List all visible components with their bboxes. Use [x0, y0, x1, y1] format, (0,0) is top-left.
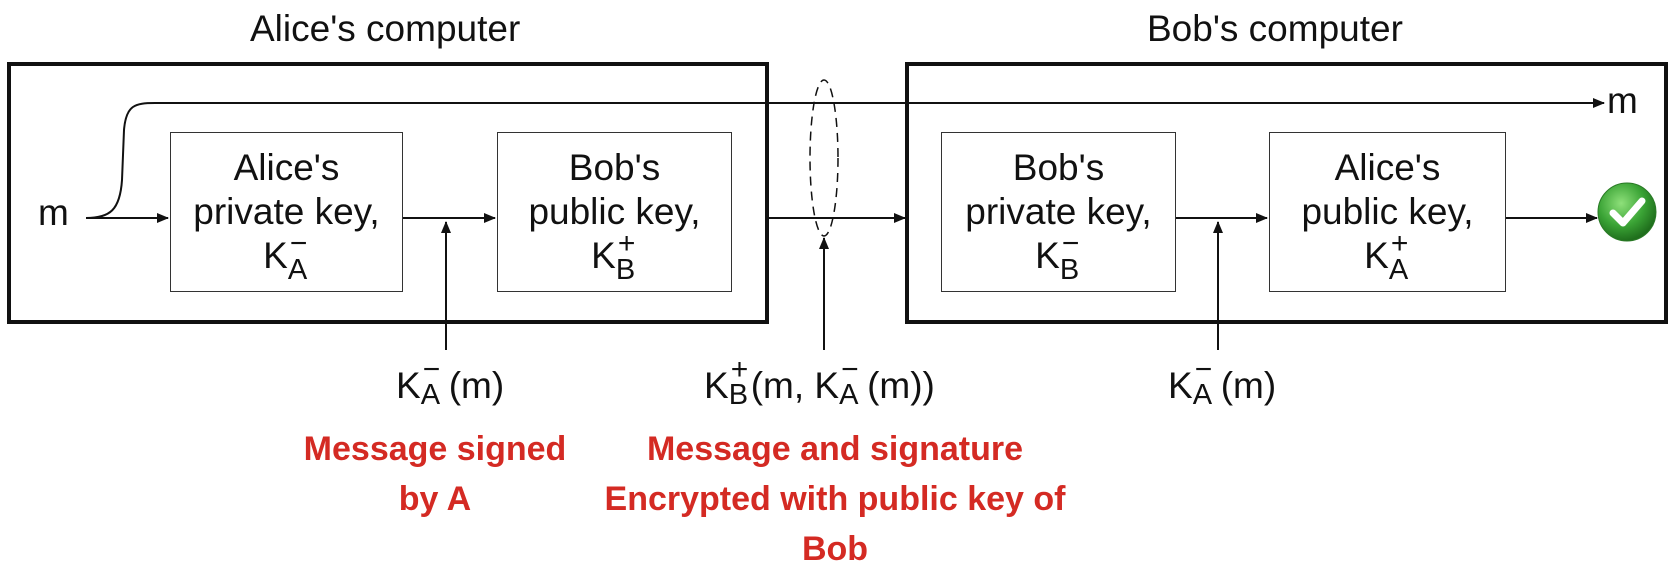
decrypted-message-formula: K−A(m)	[1168, 353, 1277, 411]
message-input-label: m	[38, 192, 69, 233]
checkmark-icon	[1597, 182, 1657, 242]
signed-note: Message signed by A	[270, 424, 600, 524]
bob-public-key-box: Bob's public key, K+B	[497, 132, 732, 292]
box-line-2: public key,	[528, 191, 701, 232]
note-line: Encrypted with public key of	[604, 480, 1066, 518]
message-bypass-path	[85, 98, 1605, 219]
box-line-1: Bob's	[1012, 147, 1105, 188]
signed-message-formula: K−A(m)	[396, 353, 505, 411]
note-line: by A	[398, 480, 472, 518]
alice-private-key-box: Alice's private key, K−A	[170, 132, 403, 292]
alice-computer-frame	[7, 62, 769, 324]
key-symbol: K+B	[591, 227, 636, 286]
note-line: Message signed	[303, 430, 567, 468]
note-line: Message and signature	[646, 430, 1023, 468]
box-line-2: private key,	[965, 191, 1152, 232]
encrypted-message-formula: K+B(m, K−A(m))	[704, 353, 935, 411]
box-line-2: private key,	[193, 191, 380, 232]
bob-computer-frame	[905, 62, 1668, 324]
key-symbol: K+A	[1364, 227, 1409, 286]
box-line-2: public key,	[1301, 191, 1474, 232]
note-line: Bob	[801, 530, 869, 568]
key-symbol: K−A	[263, 227, 308, 286]
alice-computer-title: Alice's computer	[250, 8, 521, 49]
box-line-1: Alice's	[233, 147, 340, 188]
box-line-1: Bob's	[568, 147, 661, 188]
transmission-dashed-ellipse	[809, 79, 839, 237]
key-symbol: K−B	[1035, 227, 1080, 286]
alice-public-key-box: Alice's public key, K+A	[1269, 132, 1506, 292]
bob-computer-title: Bob's computer	[1147, 8, 1403, 49]
box-line-1: Alice's	[1334, 147, 1441, 188]
bob-private-key-box: Bob's private key, K−B	[941, 132, 1176, 292]
message-output-label: m	[1607, 80, 1638, 121]
encrypted-note: Message and signature Encrypted with pub…	[560, 424, 1110, 574]
